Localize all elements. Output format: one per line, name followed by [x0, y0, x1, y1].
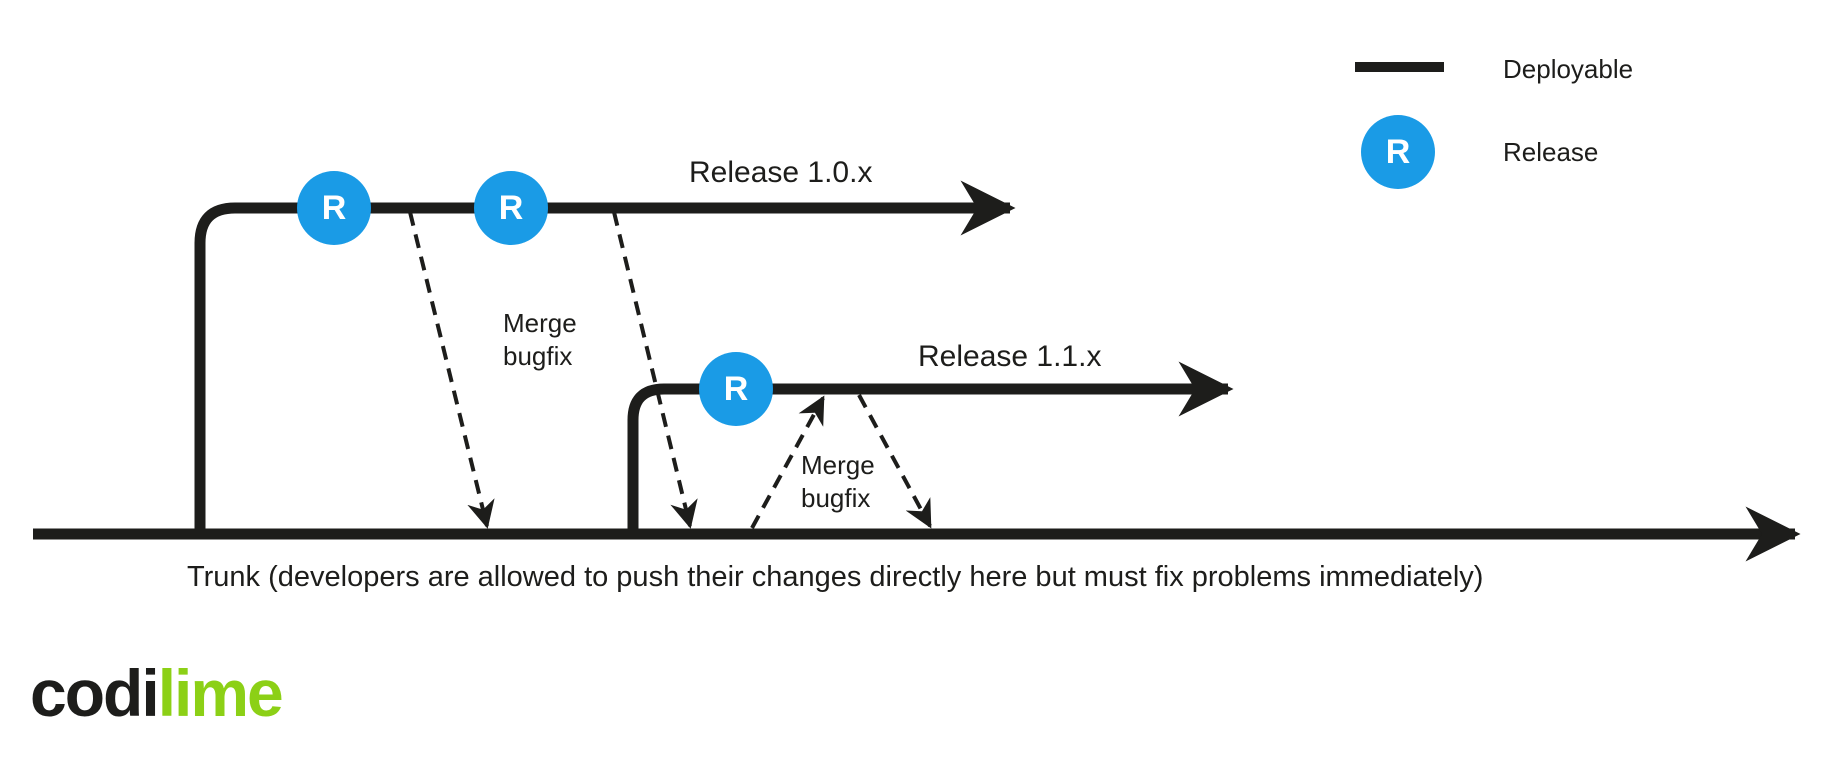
codilime-logo: codilime: [30, 660, 284, 726]
merge-label-1-line2: bugfix: [503, 341, 573, 371]
release-marker-3: R: [699, 352, 773, 426]
merge-label-1: Merge bugfix: [503, 307, 577, 373]
release-11-branch-line: [627, 361, 1234, 534]
legend-release-label: Release: [1503, 137, 1599, 167]
legend-release-marker: R: [1361, 115, 1435, 189]
logo-part-codi: codi: [30, 656, 160, 730]
trunk-label: Trunk (developers are allowed to push th…: [187, 561, 1484, 593]
merge-arrow-2: [612, 211, 698, 529]
legend-deployable-label: Deployable: [1503, 54, 1634, 84]
merge-arrow-4-down: [857, 394, 932, 529]
merge-label-1-line1: Merge: [503, 308, 577, 338]
release-marker-1-label: R: [322, 189, 347, 227]
release-marker-2: R: [474, 171, 548, 245]
logo-part-lime: lime: [157, 656, 284, 730]
release-marker-1: R: [297, 171, 371, 245]
release-marker-2-label: R: [499, 189, 524, 227]
legend-release-symbol: R: [1386, 133, 1411, 171]
merge-arrow-3-up: [750, 395, 825, 529]
release-11-label: Release 1.1.x: [918, 340, 1102, 373]
release-marker-3-label: R: [724, 370, 749, 408]
merge-label-2-line2: bugfix: [801, 483, 871, 513]
merge-arrow-1: [408, 211, 495, 529]
release-10-branch-line: [194, 180, 1016, 534]
release-10-label: Release 1.0.x: [689, 156, 873, 189]
merge-label-2: Merge bugfix: [801, 449, 875, 515]
merge-label-2-line1: Merge: [801, 450, 875, 480]
